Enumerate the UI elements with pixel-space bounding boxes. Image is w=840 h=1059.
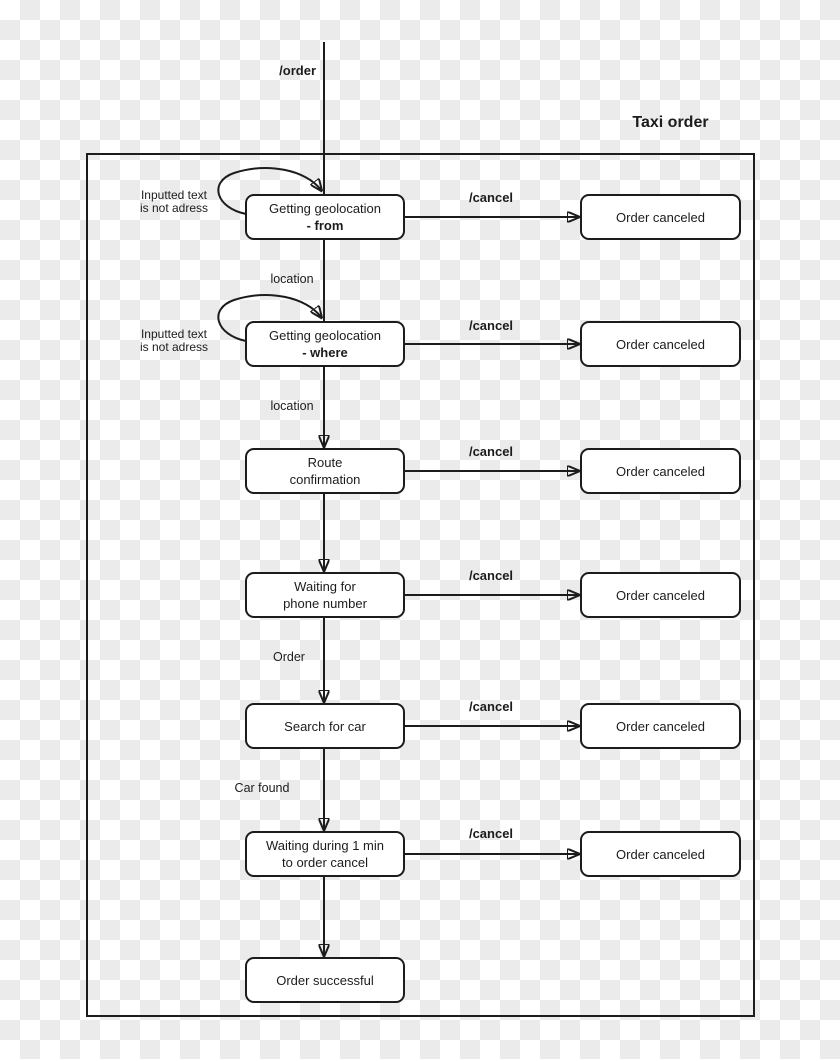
- cancel-event-label-1: /cancel: [468, 190, 514, 205]
- state-order-successful: Order successful: [245, 957, 405, 1003]
- state-order-canceled-1: Order canceled: [580, 194, 741, 240]
- state-waiting-1-min-order-cancel: Waiting during 1 min to order cancel: [245, 831, 405, 877]
- diagram-title: Taxi order: [632, 114, 709, 131]
- loop-label-line2: is not adress: [139, 201, 209, 215]
- state-route-confirmation: Route confirmation: [245, 448, 405, 494]
- state-label-line1: Waiting during 1 min: [265, 838, 384, 853]
- cancel-event-label-3: /cancel: [468, 444, 514, 459]
- transition-label-location-2: location: [270, 399, 314, 413]
- state-waiting-for-phone-number: Waiting for phone number: [245, 572, 405, 618]
- state-order-canceled-4: Order canceled: [580, 572, 741, 618]
- transition-label-location-1: location: [270, 272, 314, 286]
- cancel-event-label-2: /cancel: [468, 318, 514, 333]
- loop-label-line2: is not adress: [139, 340, 209, 354]
- state-label-line1: Search for car: [284, 718, 366, 734]
- state-label: Order canceled: [616, 846, 705, 862]
- cancel-event-label-6: /cancel: [468, 826, 514, 841]
- state-label: Order canceled: [616, 209, 705, 225]
- state-label-line1: Getting geolocation: [268, 201, 382, 216]
- state-label-line1: Getting geolocation: [268, 328, 382, 343]
- state-order-canceled-2: Order canceled: [580, 321, 741, 367]
- self-loop-where-arrow: [217, 294, 321, 342]
- cancel-event-label-5: /cancel: [468, 699, 514, 714]
- state-order-canceled-3: Order canceled: [580, 448, 741, 494]
- state-label-line2: phone number: [283, 596, 367, 611]
- entry-event-label: /order: [279, 63, 316, 78]
- state-label: Order canceled: [616, 336, 705, 352]
- loop-label-line1: Inputted text: [140, 327, 208, 341]
- state-getting-geolocation-where: Getting geolocation - where: [245, 321, 405, 367]
- state-getting-geolocation-from: Getting geolocation - from: [245, 194, 405, 240]
- loop-label-line1: Inputted text: [140, 188, 208, 202]
- loop-label-from: Inputted text is not adress: [134, 189, 214, 215]
- state-search-for-car: Search for car: [245, 703, 405, 749]
- loop-label-where: Inputted text is not adress: [134, 328, 214, 354]
- self-loop-from-arrow: [217, 167, 321, 215]
- state-label-line2: - where: [302, 345, 348, 360]
- state-label-line2: confirmation: [289, 472, 361, 487]
- state-label: Order canceled: [616, 587, 705, 603]
- state-label-line1: Route: [307, 455, 343, 470]
- state-label: Order canceled: [616, 463, 705, 479]
- state-label-line2: to order cancel: [282, 855, 368, 870]
- cancel-event-label-4: /cancel: [468, 568, 514, 583]
- state-order-canceled-5: Order canceled: [580, 703, 741, 749]
- taxi-order-boundary: [86, 153, 755, 1017]
- state-label-line1: Waiting for: [294, 579, 356, 594]
- state-order-canceled-6: Order canceled: [580, 831, 741, 877]
- transition-label-car-found: Car found: [234, 781, 290, 795]
- state-label-line2: - from: [306, 218, 344, 233]
- state-label-line1: Order successful: [276, 972, 374, 988]
- state-label: Order canceled: [616, 718, 705, 734]
- transition-label-order: Order: [273, 650, 305, 664]
